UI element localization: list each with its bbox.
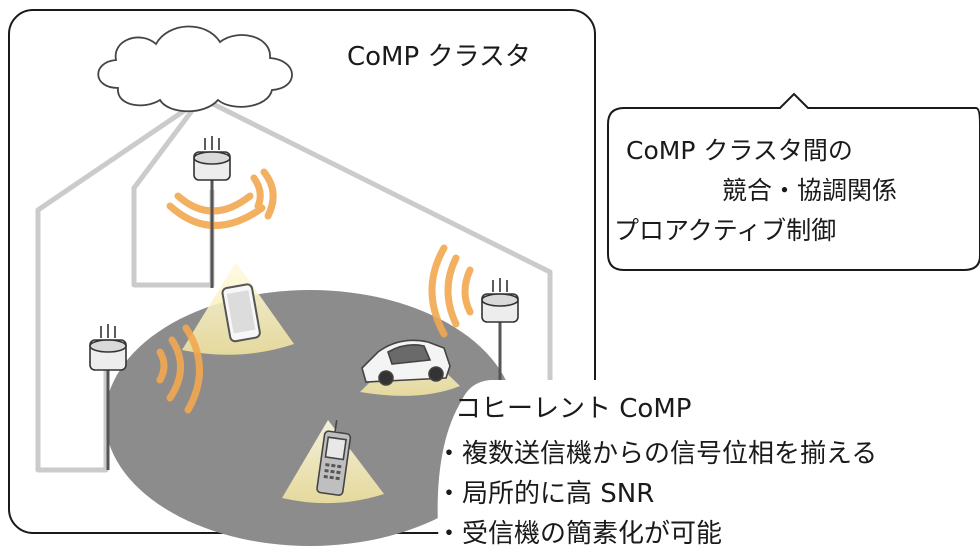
signal-wave-icon	[156, 168, 474, 414]
callout-bubble	[607, 92, 980, 271]
base-station-icon	[481, 278, 519, 392]
callout-line-3: プロアクティブ制御	[614, 216, 837, 245]
feature-phone-icon	[316, 420, 352, 496]
callout-line-2: 競合・協調関係	[722, 176, 898, 205]
cluster-title: CoMP クラスタ	[347, 42, 531, 72]
bullet-simplified-receiver: 受信機の簡素化が可能	[436, 514, 877, 554]
base-station-icon	[89, 324, 127, 470]
coherent-comp-title: コヒーレント CoMP	[455, 394, 692, 424]
base-station-icon	[193, 136, 231, 288]
smartphone-icon	[221, 283, 261, 343]
bullet-phase-alignment: 複数送信機からの信号位相を揃える	[436, 434, 877, 474]
car-icon	[361, 339, 451, 386]
cloud-icon	[97, 25, 293, 113]
callout-line-1: CoMP クラスタ間の	[626, 136, 853, 165]
coherent-comp-bullets: 複数送信機からの信号位相を揃える 局所的に高 SNR 受信機の簡素化が可能	[436, 434, 877, 554]
bullet-high-snr: 局所的に高 SNR	[436, 474, 877, 514]
